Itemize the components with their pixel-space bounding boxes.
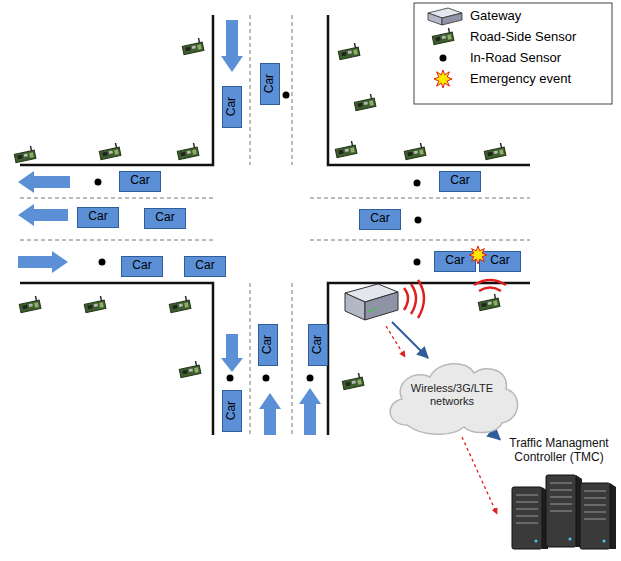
car-box: Car xyxy=(119,171,161,192)
legend-dot-icon xyxy=(440,55,447,62)
server-rack-icon xyxy=(500,469,618,553)
alert-path xyxy=(462,437,497,514)
node-label: Car xyxy=(450,174,469,187)
legend-label: In-Road Sensor xyxy=(470,50,561,66)
car-box: Car xyxy=(359,209,401,230)
legend-label: Road-Side Sensor xyxy=(470,29,576,45)
node-label: Car xyxy=(132,259,151,272)
gateway-icon xyxy=(345,284,398,320)
node-label: Car xyxy=(88,210,107,223)
node-label: Traffic Managment Controller (TMC) xyxy=(500,436,618,465)
node-label: Car xyxy=(370,212,389,225)
node-label: Car xyxy=(445,254,464,267)
car-box: Car xyxy=(184,256,226,277)
emergency-star xyxy=(469,246,487,264)
car-box: Car xyxy=(260,63,280,105)
in-road-sensor xyxy=(95,92,422,382)
legend-gateway-icon xyxy=(428,8,462,25)
node-label: Car xyxy=(155,211,174,224)
legend-star-icon xyxy=(434,70,452,88)
car-box: Car xyxy=(144,208,186,229)
node-label: Car xyxy=(263,74,276,93)
legend-label: Gateway xyxy=(470,8,521,24)
car-box: Car xyxy=(222,86,242,128)
radio-wave xyxy=(404,280,506,318)
car-box: Car xyxy=(479,251,521,272)
legend-sensor-icon xyxy=(431,27,454,45)
direction-arrow xyxy=(18,20,321,435)
network-cloud: Wireless/3G/LTE networks xyxy=(382,355,522,435)
car-box: Car xyxy=(222,390,242,432)
car-box: Car xyxy=(121,256,163,277)
node-label: Car xyxy=(130,174,149,187)
car-box: Car xyxy=(258,324,278,366)
network-link xyxy=(495,435,500,440)
alert-path xyxy=(386,326,405,357)
node-label: Car xyxy=(195,259,214,272)
controller-node: Traffic Managment Controller (TMC) xyxy=(500,436,618,553)
car-box: Car xyxy=(439,171,481,192)
legend-frame xyxy=(414,3,612,104)
car-box: Car xyxy=(77,207,119,228)
legend-label: Emergency event xyxy=(470,71,571,87)
node-label: Car xyxy=(261,335,274,354)
uplink-arrow xyxy=(392,322,428,358)
node-label: Car xyxy=(225,401,238,420)
node-label: Car xyxy=(225,97,238,116)
car-box: Car xyxy=(434,251,476,272)
node-label: Car xyxy=(490,254,509,267)
node-label: Wireless/3G/LTE networks xyxy=(402,382,502,408)
car-box: Car xyxy=(308,324,328,366)
node-label: Car xyxy=(311,335,324,354)
